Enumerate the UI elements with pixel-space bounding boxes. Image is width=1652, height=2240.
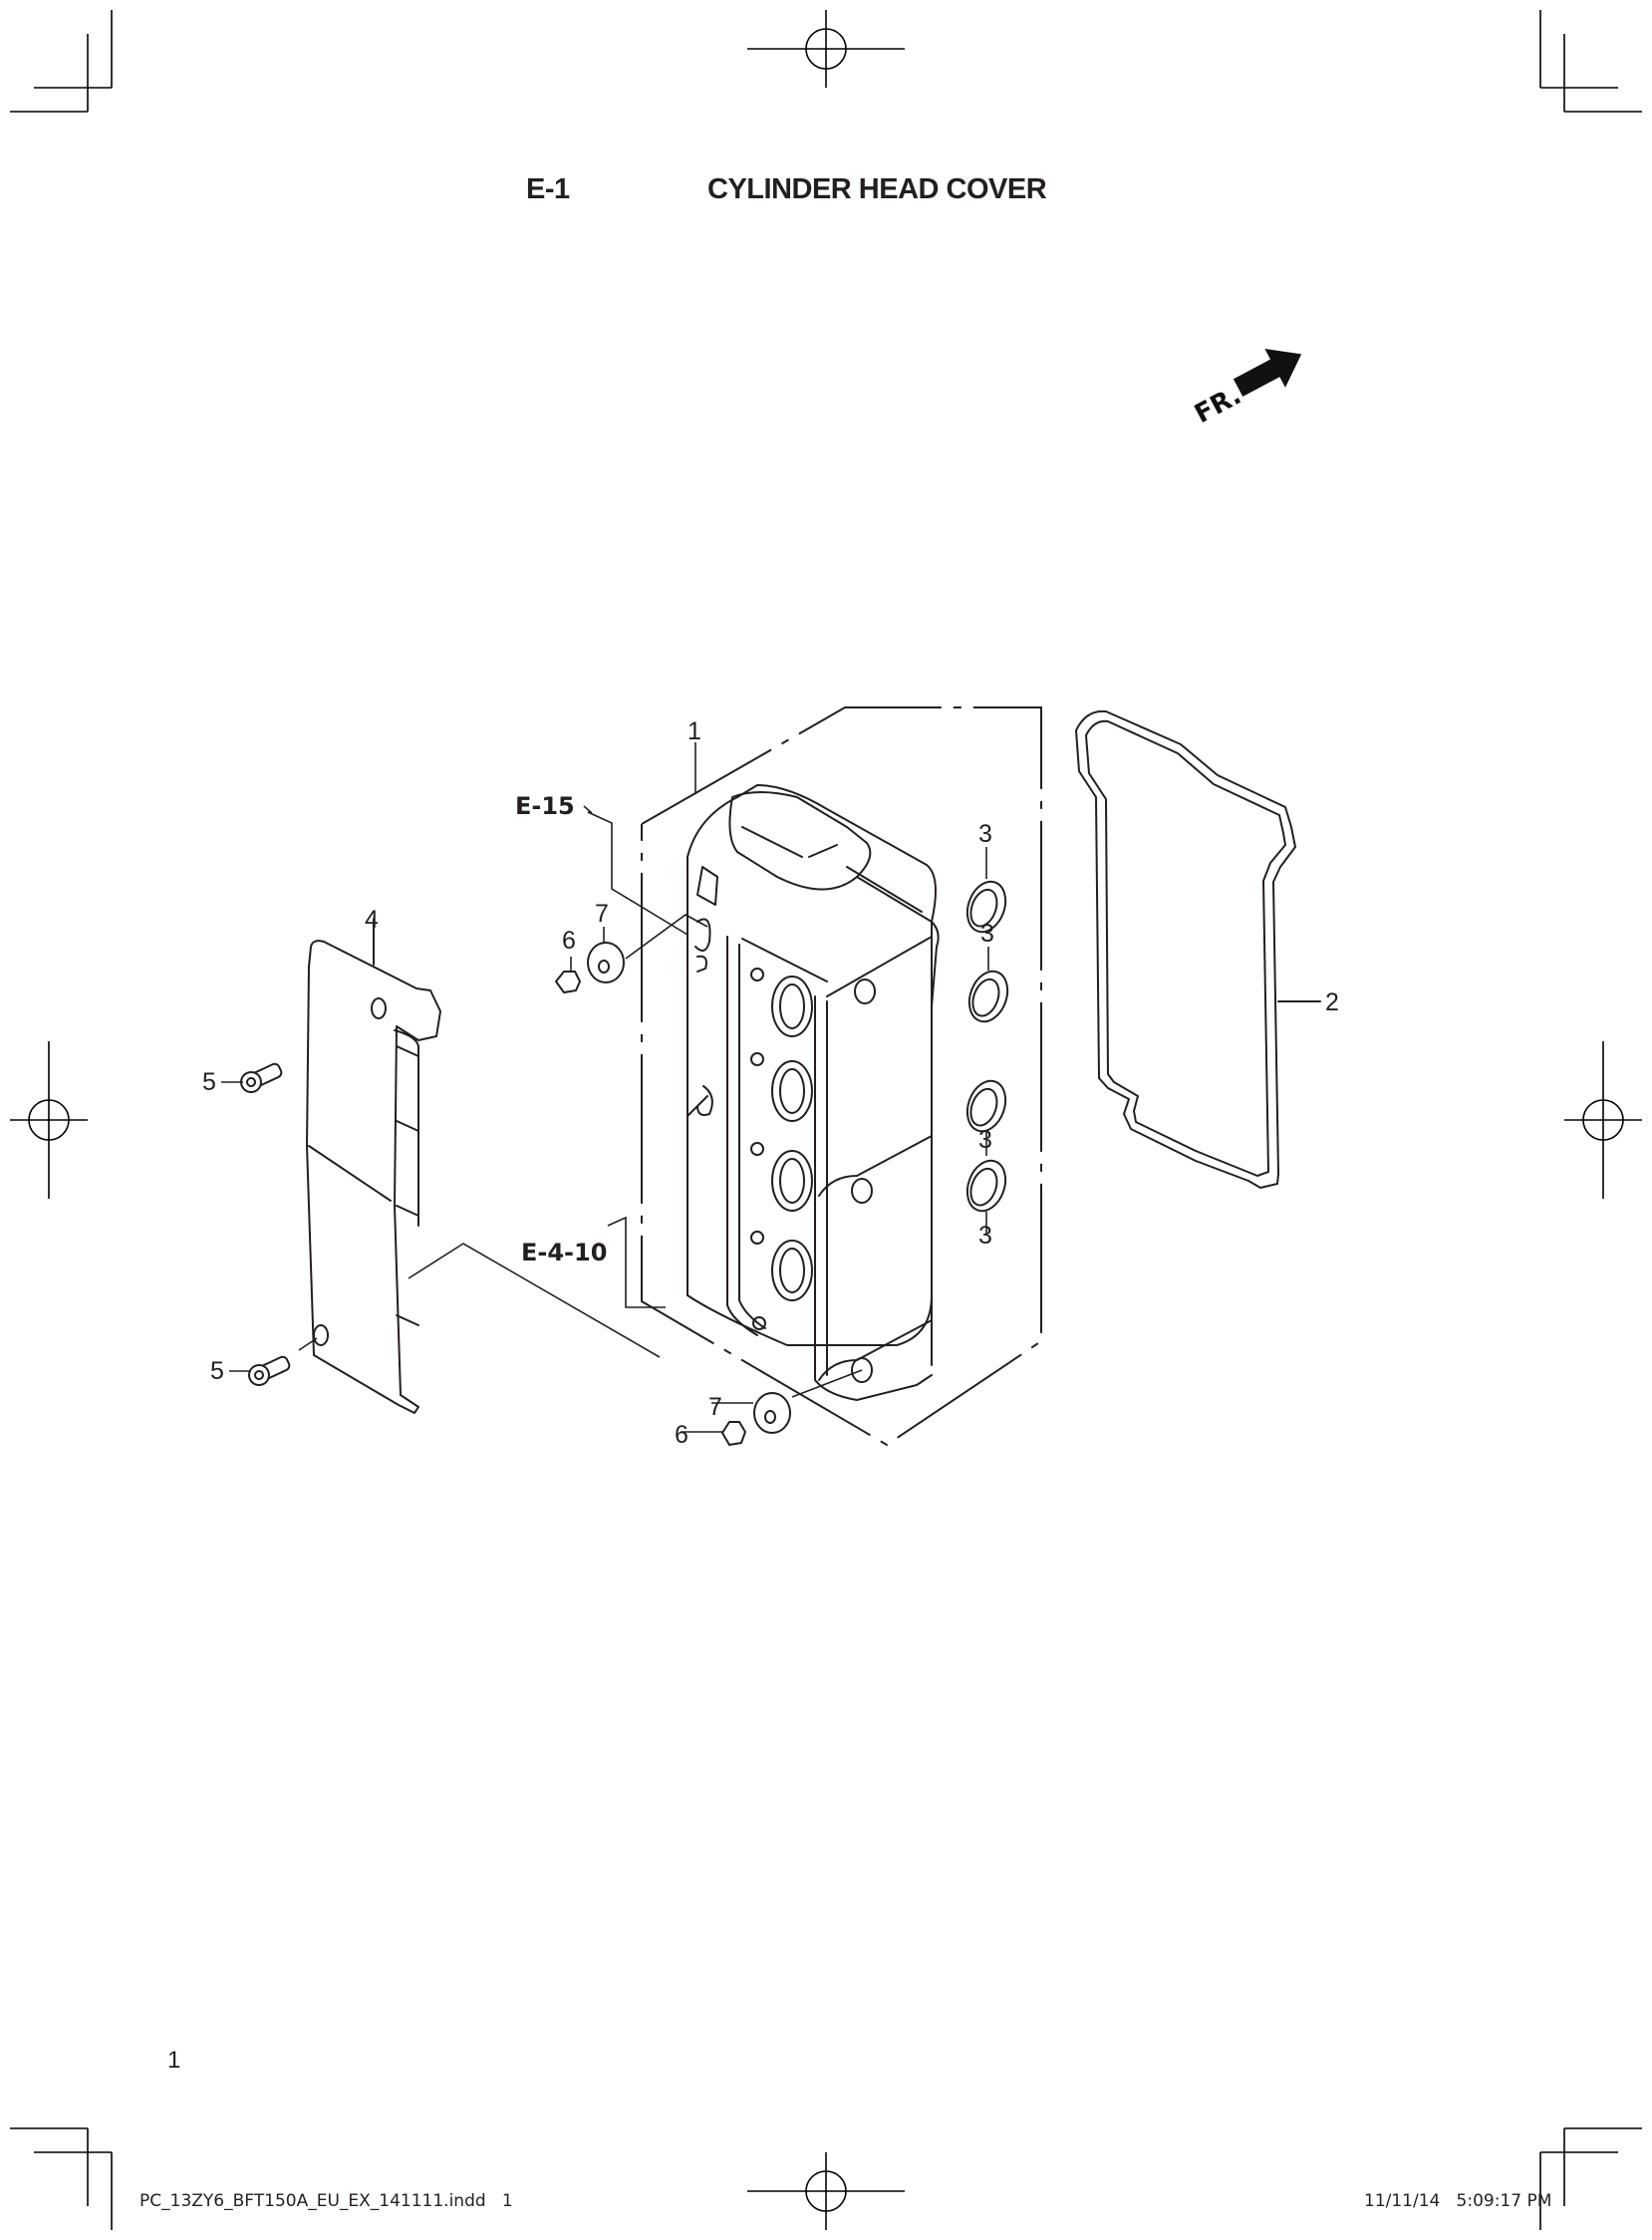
socket-bolts bbox=[221, 1062, 318, 1386]
section-title: CYLINDER HEAD COVER bbox=[707, 173, 1047, 205]
callout-3: 3 bbox=[980, 920, 994, 948]
registration-mark-bottom bbox=[747, 2152, 905, 2230]
lower-bolt-grommet bbox=[681, 1369, 863, 1446]
crop-mark-bottom-right bbox=[1539, 2127, 1642, 2230]
page-number: 1 bbox=[167, 2047, 181, 2074]
footer-filename: PC_13ZY6_BFT150A_EU_EX_141111.indd 1 bbox=[139, 2191, 513, 2211]
registration-mark-left bbox=[10, 1041, 88, 1199]
assembly-boundary bbox=[641, 706, 1042, 1447]
crop-mark-bottom-left bbox=[10, 2127, 113, 2230]
callouts: 1 2 3 3 3 3 4 5 5 6 6 7 7 bbox=[202, 717, 1339, 1449]
callout-6: 6 bbox=[675, 1421, 688, 1449]
registration-mark-right bbox=[1564, 1041, 1642, 1199]
upper-bolt-grommet bbox=[555, 914, 708, 993]
front-direction-indicator: FR. bbox=[1190, 349, 1302, 429]
callout-3: 3 bbox=[978, 1222, 992, 1250]
head-cover-plate bbox=[306, 918, 661, 1414]
callout-6: 6 bbox=[562, 927, 576, 955]
footer-timestamp: 11/11/14 5:09:17 PM bbox=[1364, 2191, 1552, 2211]
spark-plug-holes bbox=[750, 968, 813, 1330]
callout-1: 1 bbox=[688, 717, 701, 745]
callout-4: 4 bbox=[365, 906, 379, 934]
arrow-up-right-icon bbox=[1233, 349, 1302, 397]
front-label: FR. bbox=[1190, 381, 1246, 429]
callout-3: 3 bbox=[978, 820, 992, 848]
callout-5: 5 bbox=[210, 1357, 224, 1385]
callout-7: 7 bbox=[595, 900, 609, 928]
crop-mark-top-left bbox=[10, 10, 113, 113]
crop-mark-top-right bbox=[1539, 10, 1642, 113]
section-code: E-1 bbox=[526, 173, 570, 205]
callout-2: 2 bbox=[1325, 988, 1339, 1016]
callout-3: 3 bbox=[978, 1126, 992, 1154]
plug-hole-seals bbox=[965, 847, 1009, 1236]
callout-5: 5 bbox=[202, 1068, 216, 1096]
ref-link-e4-10[interactable]: E-4-10 bbox=[521, 1239, 607, 1266]
registration-mark-top bbox=[747, 10, 905, 88]
head-cover-gasket bbox=[1075, 709, 1321, 1189]
ref-link-e15[interactable]: E-15 bbox=[515, 792, 575, 820]
reference-leaders bbox=[583, 742, 696, 1308]
cross-references: E-15 E-4-10 bbox=[515, 792, 607, 1266]
cylinder-head-cover bbox=[687, 784, 940, 1401]
callout-7: 7 bbox=[708, 1393, 722, 1421]
